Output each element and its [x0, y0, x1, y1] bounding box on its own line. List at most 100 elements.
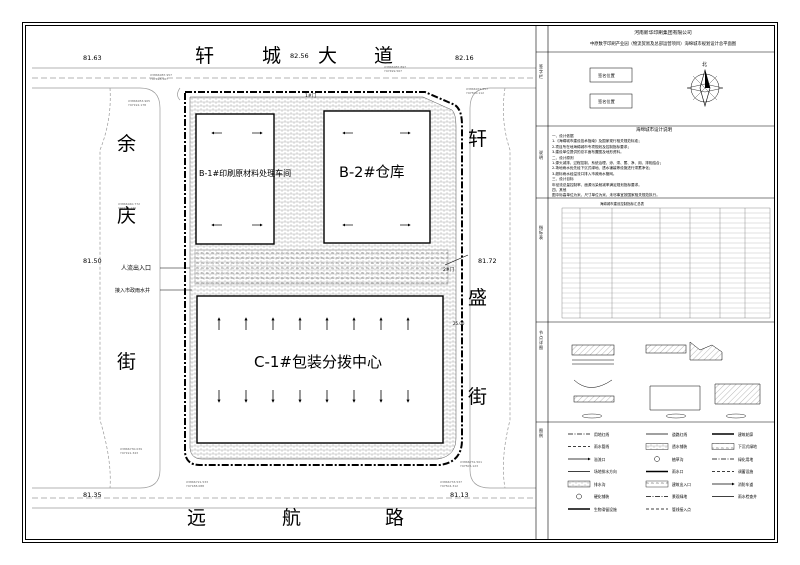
- road-char: 路: [385, 507, 404, 529]
- detail-ellipse-marks: [581, 413, 747, 419]
- legend-symbol: [645, 443, 669, 450]
- elevation-ne: 82.16: [455, 54, 474, 62]
- road-char: 轩: [468, 128, 487, 150]
- project-title: 中原数字印刷产业园（物流贸易及总部运营项目）海绵城市规划设计总平面图: [589, 42, 737, 47]
- svg-text:Y97191.343: Y97191.343: [120, 451, 138, 455]
- road-curbs: [32, 67, 536, 509]
- building-b1: [195, 113, 275, 245]
- legend-label: 溢流口: [594, 456, 606, 462]
- legend-label: 排水沟: [594, 481, 606, 487]
- legend-symbols: [567, 433, 735, 510]
- north-label: 北: [702, 61, 707, 68]
- table-title: 海绵城市建设控制指标汇总表: [600, 201, 645, 206]
- drainage-arrows-c1-up: [217, 317, 410, 330]
- road-name-south: 远 航 路: [187, 507, 404, 529]
- svg-text:Y97504.312: Y97504.312: [440, 484, 458, 488]
- gate-label: 1#门: [305, 92, 317, 99]
- legend-label: 调蓄设施: [738, 469, 754, 474]
- elevation-sw: 81.35: [83, 491, 102, 499]
- legend-label: 生物滞留设施: [594, 506, 617, 512]
- green-strip: [194, 249, 449, 285]
- legend-label: 透水铺装: [672, 444, 688, 449]
- legend-symbol: [576, 493, 582, 500]
- legend-label: 绿化用地: [738, 456, 754, 462]
- legend-symbol: [567, 480, 591, 488]
- legend-label: 雨水口: [672, 469, 684, 474]
- indicator-table-rows: [562, 212, 770, 314]
- legend-symbol: [645, 480, 669, 488]
- svg-text:Y97500.112: Y97500.112: [466, 91, 484, 95]
- gate2-label: 2#门: [443, 266, 455, 273]
- legend-label: 建筑轮廓: [738, 431, 754, 437]
- legend-symbol: [654, 456, 660, 462]
- elevation-labels: 81.63 82.56 82.16 81.50 81.72 81.35 81.1…: [83, 52, 497, 499]
- building-b2-label: B-2#仓库: [339, 164, 405, 181]
- pipe-label: 接入市政雨水井: [115, 287, 150, 294]
- elevation-nw: 81.63: [83, 54, 102, 62]
- legend-label: 道路红线: [672, 431, 688, 437]
- side-label-detail: 节点详图: [539, 330, 543, 350]
- svg-text:Y97499.567: Y97499.567: [384, 69, 402, 73]
- building-b1-label: B-1#印刷原材料处理车间: [199, 168, 291, 178]
- north-arrow-icon: [686, 68, 724, 108]
- design-notes: 一、设计依据 1.《海绵城市建设技术指南》及国家现行相关规范标准； 2.项目所在…: [552, 134, 664, 198]
- legend-label: 用地红线: [594, 431, 610, 437]
- building-c1-label: C-1#包装分拨中心: [254, 353, 382, 371]
- svg-text:X3866987.897: X3866987.897: [384, 65, 406, 69]
- side-label-sign: 签字栏: [539, 64, 543, 79]
- side-label-note: 说明: [539, 150, 543, 160]
- svg-text:X3866953.905: X3866953.905: [128, 99, 150, 103]
- elevation-w-mid: 81.50: [83, 257, 102, 265]
- legend-label: 场地排水方向: [594, 469, 617, 474]
- svg-text:Y97498.567: Y97498.567: [150, 77, 168, 81]
- dimension-label: 25.00: [453, 321, 465, 326]
- road-char: 大: [318, 45, 337, 67]
- road-char: 街: [117, 351, 136, 373]
- detail-drawings: [571, 341, 761, 411]
- right-panel-frames: [535, 25, 775, 540]
- legend-label: 雨水管线: [594, 444, 610, 449]
- notes-title: 海绵城市设计说明: [636, 126, 672, 133]
- drainage-arrows-c1-down: [217, 390, 410, 403]
- legend-label: 管线接入点: [672, 506, 691, 512]
- legend-label: 建筑出入口: [672, 481, 691, 487]
- legend-label: 植草沟: [672, 456, 684, 462]
- elevation-se: 81.13: [450, 491, 469, 499]
- svg-text:X3866730.039: X3866730.039: [120, 447, 142, 451]
- svg-text:X3866721.533: X3866721.533: [186, 480, 208, 484]
- svg-text:X3866971.657: X3866971.657: [466, 87, 488, 91]
- elevation-e-mid: 81.72: [478, 257, 497, 265]
- elevation-n-mid: 82.56: [290, 52, 309, 60]
- road-char: 远: [187, 507, 206, 529]
- legend-label: 景观绿地: [672, 494, 688, 499]
- building-b2: [323, 110, 431, 244]
- legend-label: 下沉式绿地: [738, 444, 757, 449]
- legend-label: 硬化铺装: [594, 494, 610, 499]
- svg-text:X3866987.957: X3866987.957: [150, 73, 172, 77]
- svg-text:Y97188.088: Y97188.088: [186, 484, 204, 488]
- road-name-east: 轩 盛 街: [468, 128, 487, 408]
- drawing-sheet-outer-frame: [22, 22, 778, 543]
- svg-text:Y97505.123: Y97505.123: [460, 464, 478, 468]
- road-char: 庆: [117, 205, 136, 227]
- legend-label: 雨水检查井: [738, 494, 757, 499]
- side-label-legend: 图例: [539, 428, 543, 438]
- svg-text:X3866940.772: X3866940.772: [118, 202, 140, 206]
- road-char: 航: [282, 507, 301, 529]
- road-char: 城: [262, 45, 281, 67]
- drawing-sheet-inner-frame: [25, 25, 775, 540]
- road-char: 街: [468, 386, 487, 408]
- svg-text:Y97192.178: Y97192.178: [128, 103, 146, 107]
- road-char: 余: [117, 133, 136, 155]
- building-c1: [196, 295, 444, 444]
- leaders: [160, 254, 469, 291]
- legend-label: 消防车道: [738, 481, 754, 487]
- signature-boxes: [589, 67, 633, 109]
- signature-line-2: 签名位置: [598, 98, 615, 105]
- road-name-west: 余 庆 街: [117, 133, 136, 373]
- road-char: 道: [374, 45, 393, 67]
- svg-text:X3866733.537: X3866733.537: [440, 480, 462, 484]
- drainage-arrows-b1: [211, 131, 263, 227]
